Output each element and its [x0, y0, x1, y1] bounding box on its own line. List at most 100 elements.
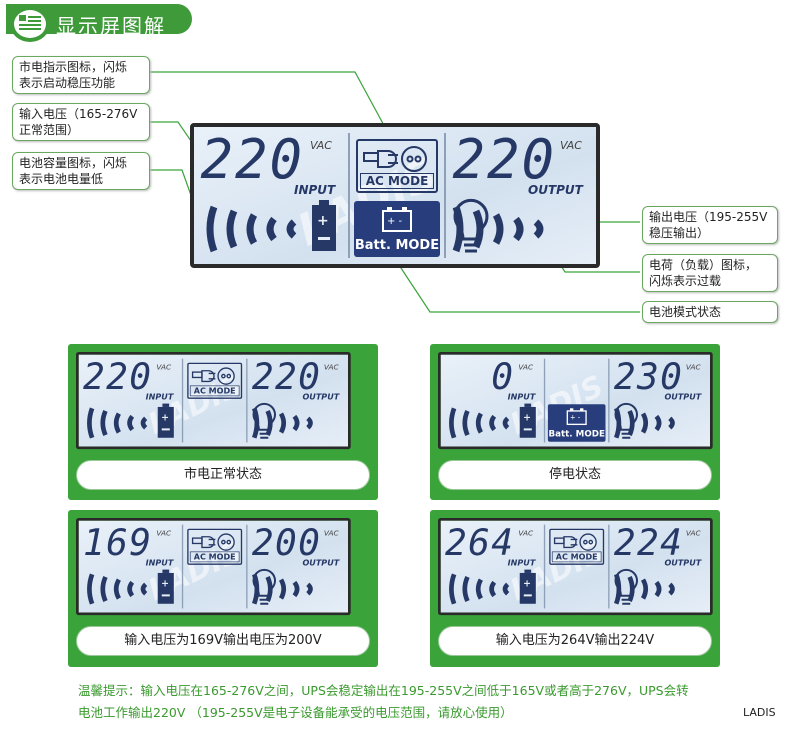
input-level-bars [206, 205, 297, 253]
ac-mode-indicator: AC MODE [549, 528, 605, 565]
level-bar [475, 578, 483, 600]
level-bar [613, 573, 622, 605]
level-bar [127, 414, 135, 432]
ac-mode-indicator: AC MODE [187, 362, 243, 399]
callout-battery-icon: 电池容量图标，闪烁表示电池电量低 [12, 152, 150, 190]
output-label: OUTPUT [302, 392, 340, 402]
divider [246, 358, 248, 443]
level-bar [654, 580, 662, 598]
output-label: OUTPUT [302, 558, 340, 568]
ac-mode-indicator: AC MODE [356, 139, 438, 193]
load-level-bars [251, 407, 313, 439]
input-voltage-digits: 220 [200, 128, 304, 191]
vac-label: VAC [323, 528, 339, 538]
level-bar [640, 412, 649, 434]
input-label: INPUT [507, 558, 536, 568]
svg-text:+ -: + - [570, 414, 581, 422]
level-bar [87, 407, 95, 439]
level-bar [278, 578, 287, 600]
panel-high-input: LADIS 264 VAC INPUT AC MODE + 224 VAC OU… [430, 510, 720, 667]
vac-label: VAC [156, 362, 172, 372]
level-bar [640, 578, 649, 600]
level-bar [627, 576, 635, 603]
vac-label: VAC [685, 362, 701, 372]
level-bar [113, 578, 121, 600]
input-label: INPUT [145, 558, 174, 568]
level-bar [613, 407, 622, 439]
divider [181, 524, 184, 609]
lcd-screen: LADIS 0 VAC INPUT + -Batt. MODE + 230 VA… [438, 352, 713, 450]
vac-label: VAC [310, 139, 332, 152]
plug-socket-icon [553, 533, 597, 551]
svg-text:+: + [317, 213, 329, 229]
level-bar [502, 582, 510, 596]
level-bar [286, 219, 297, 239]
svg-text:+: + [523, 412, 531, 423]
level-bar [100, 410, 108, 437]
battery-mode-icon: + - [382, 207, 412, 232]
lcd-icons: + [87, 568, 313, 605]
input-voltage-digits: 264 [445, 521, 515, 564]
brand-label: LADIS [743, 706, 776, 719]
panel-mains-normal: LADIS 220 VAC INPUT AC MODE + 220 VAC OU… [68, 344, 378, 500]
output-voltage-digits: 220 [251, 355, 322, 398]
level-bar [278, 412, 287, 434]
vac-label: VAC [518, 528, 534, 538]
level-bar [265, 576, 273, 603]
input-voltage-digits: 0 [491, 355, 515, 398]
divider [543, 524, 546, 609]
document-list-icon [10, 6, 50, 42]
level-bar [627, 410, 635, 437]
battery-icon: + [519, 403, 536, 438]
level-bar [489, 414, 497, 432]
svg-text:+ -: + - [387, 216, 403, 227]
vac-label: VAC [560, 139, 582, 152]
panel-caption: 市电正常状态 [76, 460, 370, 490]
svg-text:+: + [161, 578, 169, 589]
output-voltage-digits: 200 [251, 521, 322, 564]
level-bar [475, 412, 483, 434]
input-level-bars [449, 573, 510, 605]
lcd-screen: LADIS 169 VAC INPUT AC MODE + 200 VAC OU… [76, 518, 351, 616]
plug-socket-icon [191, 367, 235, 385]
level-bar [449, 407, 457, 439]
level-bar [87, 573, 95, 605]
lcd-icons: + [87, 402, 313, 439]
tip-text: 温馨提示：输入电压在165-276V之间，UPS会稳定输出在195-255V之间… [78, 683, 689, 720]
ac-mode-label: AC MODE [551, 551, 602, 563]
batt-mode-indicator: + - Batt. MODE [354, 201, 440, 257]
ac-mode-label: AC MODE [189, 385, 240, 397]
level-bar [533, 219, 544, 239]
ac-mode-indicator: AC MODE [187, 528, 243, 565]
input-level-bars [449, 407, 510, 439]
level-bar [292, 580, 300, 598]
level-bar [492, 213, 504, 245]
level-bar [489, 580, 497, 598]
ac-mode-label: AC MODE [360, 173, 434, 189]
input-voltage-digits: 220 [83, 355, 153, 398]
level-bar [206, 205, 218, 253]
level-bar [513, 216, 524, 242]
battery-icon: + [157, 569, 174, 604]
divider [246, 524, 248, 609]
level-bar [113, 412, 121, 434]
batt-mode-label: Batt. MODE [548, 429, 605, 440]
section-header: 显示屏图解 [6, 4, 192, 42]
callout-load-icon: 电荷（负载）图标，闪烁表示过载 [642, 254, 778, 292]
level-bar [668, 582, 675, 596]
batt-mode-label: Batt. MODE [354, 238, 440, 253]
level-bar [292, 414, 300, 432]
panel-power-outage: LADIS 0 VAC INPUT + -Batt. MODE + 230 VA… [430, 344, 720, 500]
page-title: 显示屏图解 [56, 14, 166, 38]
divider [608, 524, 610, 609]
level-bar [226, 209, 238, 249]
svg-text:+: + [523, 578, 531, 589]
level-bar [266, 216, 277, 242]
level-bar [462, 410, 470, 437]
load-level-bars [452, 205, 544, 253]
divider [348, 133, 350, 258]
vac-label: VAC [685, 528, 701, 538]
level-bar [654, 414, 662, 432]
input-voltage-digits: 169 [83, 521, 153, 564]
